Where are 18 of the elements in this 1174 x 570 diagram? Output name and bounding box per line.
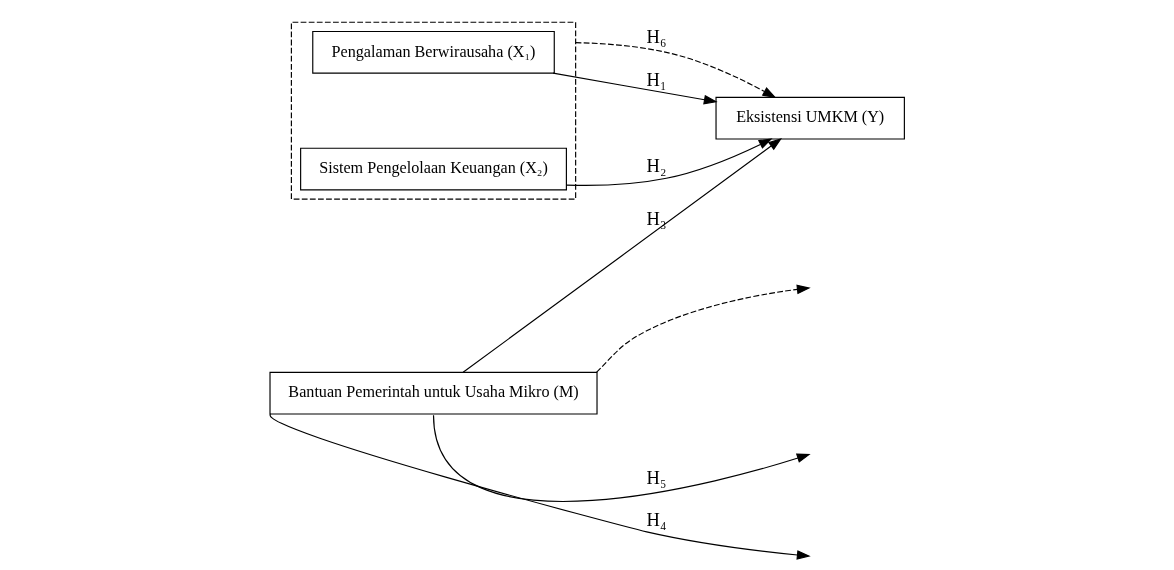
edge-label: H₂ [646, 156, 667, 177]
arrow [552, 72, 718, 105]
arrow [566, 138, 773, 186]
edge-label: H₆ [646, 26, 667, 47]
arrow [595, 284, 811, 373]
arrow [432, 414, 811, 502]
node-box: Sistem Pengelolaan Keuangan (X₂) [300, 147, 567, 191]
node-box: Bantuan Pemerintah untuk Usaha Mikro (M) [269, 371, 598, 415]
edge-label: H₃ [646, 209, 667, 230]
arrow [575, 42, 777, 99]
node-box: Pengalaman Berwirausaha (X₁) [312, 30, 555, 74]
edge-label: H₅ [646, 468, 667, 489]
edge-label: H₁ [646, 69, 667, 90]
edge-label: H₄ [646, 509, 667, 530]
arrow [270, 413, 811, 560]
arrow [462, 138, 783, 373]
node-box: Eksistensi UMKM (Y) [715, 96, 905, 140]
cluster [290, 21, 577, 200]
